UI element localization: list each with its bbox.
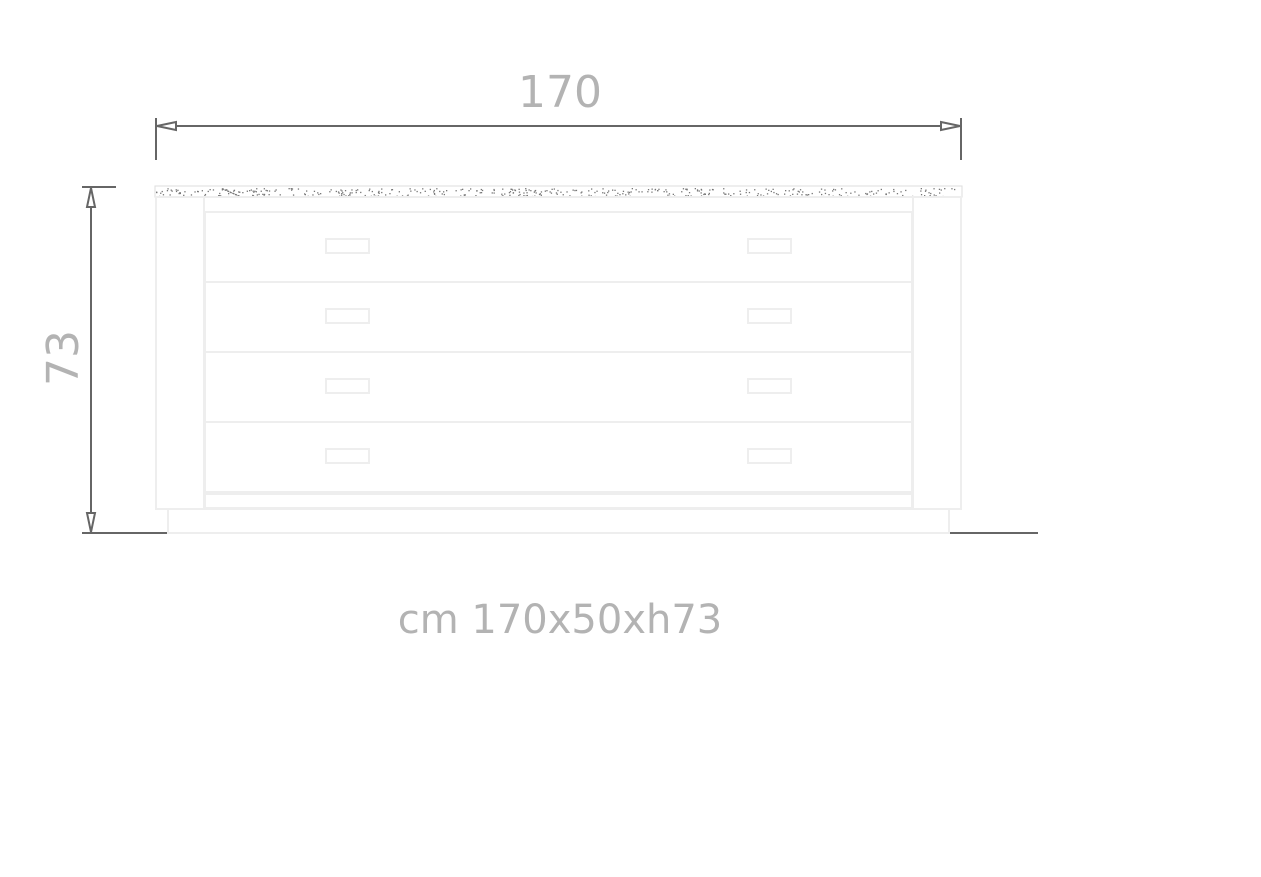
drawer-handle-icon [747, 378, 792, 394]
marble-texture [156, 188, 956, 198]
dimensions-caption: cm 170x50xh73 [398, 597, 723, 643]
drawer [204, 281, 913, 353]
height-label: 73 [38, 330, 89, 386]
arrow-left-icon [156, 120, 177, 132]
drawer-handle-icon [325, 308, 370, 324]
drawer-front [204, 211, 913, 283]
drawer-handle-icon [325, 238, 370, 254]
drawer [204, 421, 913, 493]
drawer-handle-icon [747, 308, 792, 324]
arrow-up-icon [85, 187, 97, 208]
drawer-front [204, 281, 913, 353]
width-dimension [155, 118, 962, 160]
dresser-base [167, 508, 950, 534]
drawer-handle-icon [325, 378, 370, 394]
drawer [204, 211, 913, 283]
arrow-down-icon [85, 512, 97, 533]
drawer-handle-icon [747, 448, 792, 464]
arrow-right-icon [940, 120, 961, 132]
drawer-front [204, 351, 913, 423]
height-dimension [82, 186, 1038, 534]
drawer-handle-icon [325, 448, 370, 464]
drawer-front [204, 421, 913, 493]
drawer [204, 351, 913, 423]
drawer-handle-icon [747, 238, 792, 254]
dresser [154, 185, 963, 534]
width-label: 170 [518, 67, 602, 118]
